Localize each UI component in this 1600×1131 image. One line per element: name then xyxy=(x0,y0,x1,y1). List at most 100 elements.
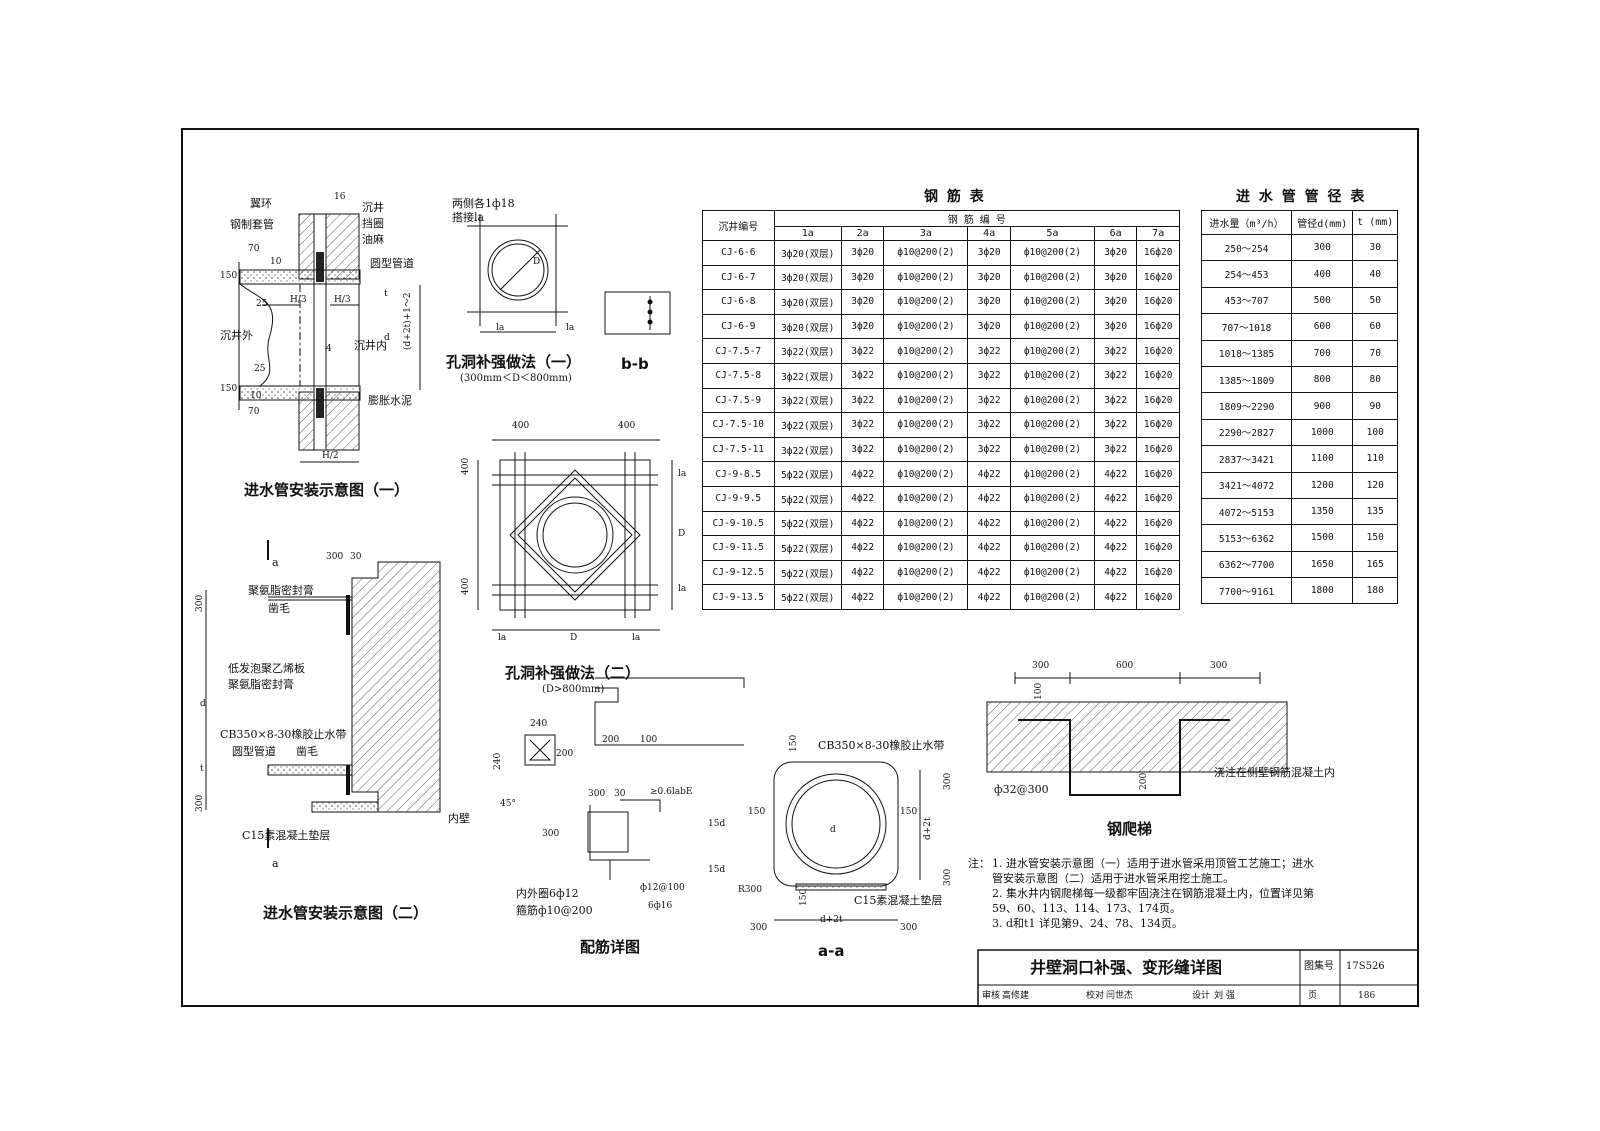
rebar-table-group: 钢 筋 编 号 xyxy=(773,210,1181,227)
rebar-dim-240a: 240 xyxy=(530,719,548,729)
table-cell: CJ-7.5-7 xyxy=(702,338,775,364)
hole2-dim-400-tl: 400 xyxy=(512,421,530,431)
hole1-note2: 搭接la xyxy=(452,211,485,224)
ladder-dim-300a: 300 xyxy=(1032,661,1050,671)
pipe-table-header: 进水量（m³/h） xyxy=(1200,210,1293,235)
table-cell: 4ф22 xyxy=(1093,461,1138,487)
rebar-dim-100: 100 xyxy=(640,735,658,745)
note-line: 59、60、113、114、173、174页。 xyxy=(992,902,1181,915)
fig2-label-pe-board: 低发泡聚乙烯板 xyxy=(228,662,305,675)
table-cell: 800 xyxy=(1291,365,1354,394)
rebar-dim-200b: 200 xyxy=(602,735,620,745)
table-cell: 4ф22 xyxy=(1093,559,1138,586)
table-cell: ф10@200(2) xyxy=(1009,584,1095,610)
sheet-title: 井壁洞口补强、变形缝详图 xyxy=(1030,958,1223,977)
table-cell: 3ф22 xyxy=(840,412,885,438)
fig2-title: 进水管安装示意图（二） xyxy=(263,904,429,922)
table-cell: 150 xyxy=(1352,524,1398,552)
table-cell: 5ф22(双层) xyxy=(773,584,842,610)
fig2-label-inner-wall: 内壁 xyxy=(448,812,470,825)
title-block-lines xyxy=(977,949,1419,1007)
rebar-phi12: ф12@100 xyxy=(640,883,685,893)
fig1-label-oakum: 油麻 xyxy=(362,233,384,246)
aa-dim-300-r2: 300 xyxy=(943,868,953,886)
table-cell: ф10@200(2) xyxy=(1009,436,1095,463)
note-line: 2. 集水井内钢爬梯每一级都牢固浇注在钢筋混凝土内，位置详见第 xyxy=(992,887,1314,900)
atlas-label: 图集号 xyxy=(1304,961,1334,972)
aa-title: a-a xyxy=(818,942,845,960)
table-cell: 3ф22 xyxy=(1093,338,1138,364)
table-cell: 3ф20 xyxy=(840,240,885,266)
table-cell: 5ф22(双层) xyxy=(773,559,842,586)
hole2-dim-la-r2: la xyxy=(678,584,687,594)
table-cell: 5ф22(双层) xyxy=(773,510,842,537)
table-cell: 3ф22 xyxy=(840,362,885,389)
fig2-dim-300: 300 xyxy=(326,552,344,562)
table-cell: 50 xyxy=(1352,286,1398,315)
table-cell: 4ф22 xyxy=(1093,584,1138,610)
table-cell: ф10@200(2) xyxy=(1009,362,1095,389)
table-cell: 16ф20 xyxy=(1136,313,1180,340)
table-cell: 16ф20 xyxy=(1136,535,1180,561)
fig2-section-mark-bottom: a xyxy=(272,857,279,870)
fig2-dim-t: t xyxy=(200,764,204,774)
fig1-label-steel-sleeve: 钢制套管 xyxy=(230,218,274,231)
hole2-dim-400-tr: 400 xyxy=(618,421,636,431)
table-cell: 5ф22(双层) xyxy=(773,461,842,487)
table-cell: 135 xyxy=(1352,497,1398,526)
rebar-table-mark: 7a xyxy=(1136,226,1180,241)
table-cell: 4ф22 xyxy=(840,485,885,512)
table-cell: 16ф20 xyxy=(1136,264,1180,291)
hole1-subtitle: (300mm＜D＜800mm) xyxy=(460,373,572,384)
aa-dim-150-top: 150 xyxy=(789,734,799,752)
aa-dim-d2t-b: d+2t xyxy=(820,915,843,925)
rebar-table-mark: 4a xyxy=(967,226,1011,241)
table-cell: 30 xyxy=(1352,233,1398,262)
table-cell: ф10@200(2) xyxy=(883,338,969,364)
note-line: 管安装示意图（二）适用于进水管采用挖土施工。 xyxy=(992,872,1234,885)
aa-dim-d: d xyxy=(830,825,836,835)
table-cell: 40 xyxy=(1352,260,1398,288)
notes-prefix: 注： xyxy=(968,857,990,870)
fig2-label-chisel-a: 凿毛 xyxy=(268,602,290,615)
table-cell: 3ф22 xyxy=(1093,412,1138,438)
ladder-dim-200: 200 xyxy=(1139,772,1149,790)
table-cell: ф10@200(2) xyxy=(883,264,969,291)
table-cell: 2837～3421 xyxy=(1200,445,1293,473)
table-cell: ф10@200(2) xyxy=(1009,510,1095,537)
fig2-section-mark-top: a xyxy=(272,556,279,569)
ladder-note: 浇注在侧壁钢筋混凝土内 xyxy=(1214,766,1335,779)
table-cell: 900 xyxy=(1291,392,1354,420)
table-cell: CJ-6-7 xyxy=(702,264,775,291)
fig1-drawing xyxy=(238,213,421,463)
table-cell: ф10@200(2) xyxy=(1009,559,1095,586)
table-cell: 3ф20(双层) xyxy=(773,313,842,340)
table-cell: 3ф20 xyxy=(967,313,1011,340)
rebar-dim-300a: 300 xyxy=(588,789,606,799)
table-cell: 16ф20 xyxy=(1136,412,1180,438)
rebar-stirrup: 箍筋ф10@200 xyxy=(516,904,593,917)
sheet-frame xyxy=(181,128,1419,1007)
table-cell: ф10@200(2) xyxy=(1009,535,1095,561)
table-cell: 3ф20 xyxy=(967,289,1011,315)
table-cell: 16ф20 xyxy=(1136,461,1180,487)
pipe-table-header: t (mm) xyxy=(1352,210,1398,235)
table-cell: 500 xyxy=(1291,286,1354,315)
table-cell: 3ф20 xyxy=(967,240,1011,266)
rebar-table-mark: 3a xyxy=(883,226,969,241)
fig1-dim-d2t: (d+2t)+1～2 xyxy=(403,292,413,350)
hole2-dim-la-b2: la xyxy=(632,633,641,643)
table-cell: 80 xyxy=(1352,365,1398,394)
table-cell: 4072～5153 xyxy=(1200,497,1293,526)
table-cell: 1385～1809 xyxy=(1200,365,1293,394)
rebar-detail-drawing xyxy=(524,677,745,880)
table-cell: 250～254 xyxy=(1200,233,1293,262)
table-cell: 5153～6362 xyxy=(1200,524,1293,552)
fig2-drawing xyxy=(205,540,441,848)
table-cell: CJ-6-8 xyxy=(702,289,775,315)
